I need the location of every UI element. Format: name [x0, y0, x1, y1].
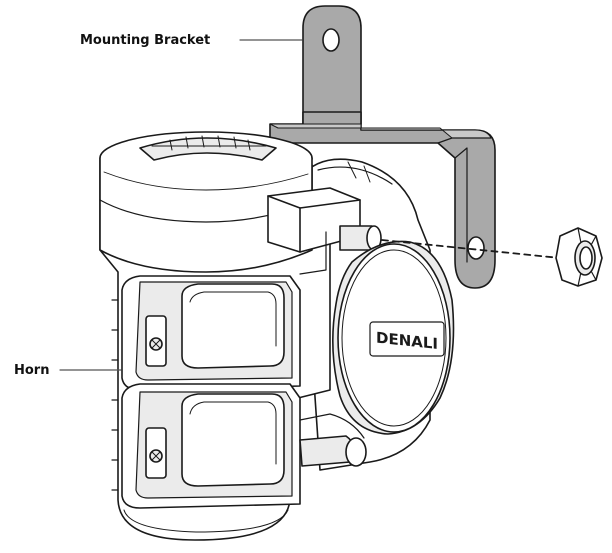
mounting-bracket-label: Mounting Bracket — [80, 33, 211, 48]
assembly-dashed-line — [381, 239, 561, 259]
mounting-bracket — [269, 5, 496, 289]
denali-logo: DENALI — [369, 321, 445, 357]
strap-panels — [121, 275, 301, 509]
hex-nut — [555, 227, 603, 287]
horn-label: Horn — [14, 363, 50, 378]
